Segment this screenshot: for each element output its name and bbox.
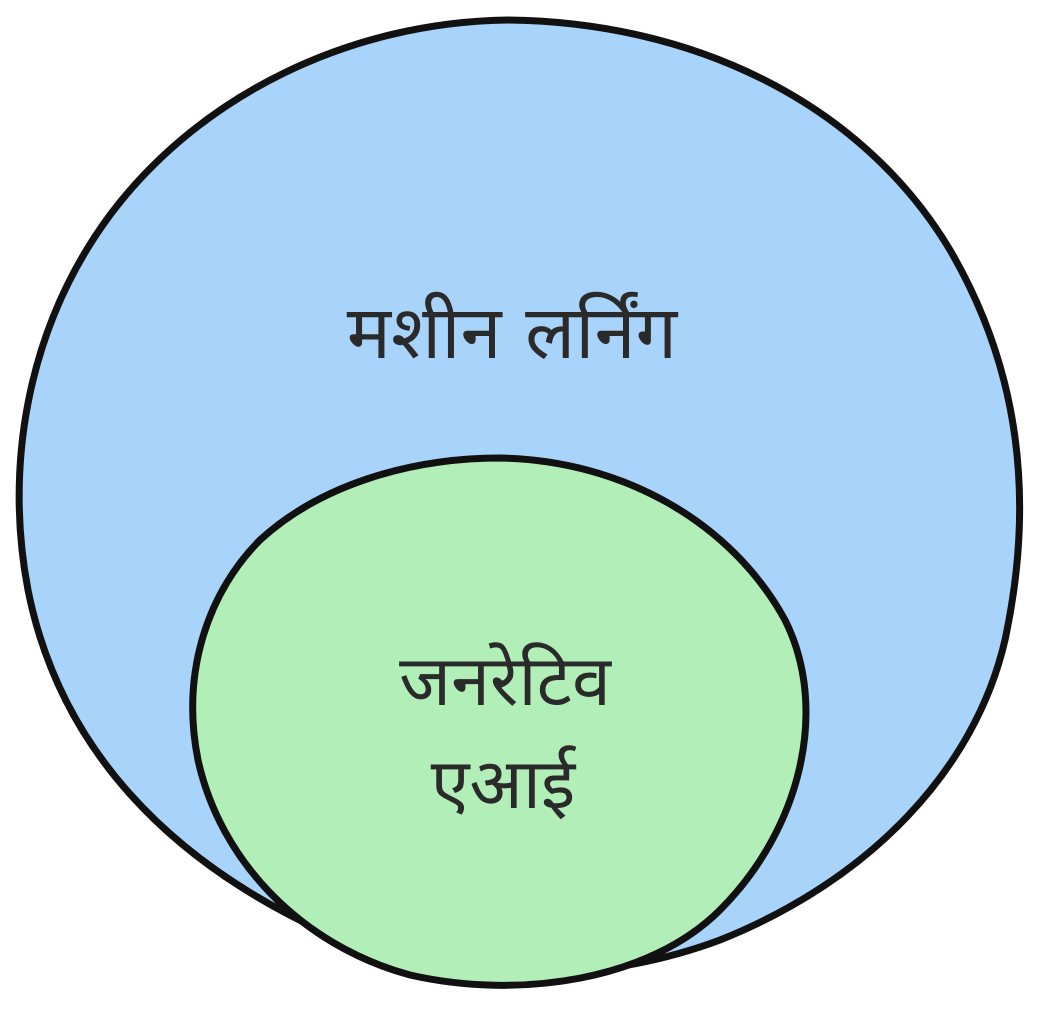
outer-set-label: मशीन लर्निंग bbox=[347, 290, 679, 376]
inner-set-label-line2: एआई bbox=[431, 743, 577, 825]
inner-set-label-line1: जनरेटिव bbox=[399, 640, 612, 722]
inner-set-circle bbox=[189, 454, 810, 989]
